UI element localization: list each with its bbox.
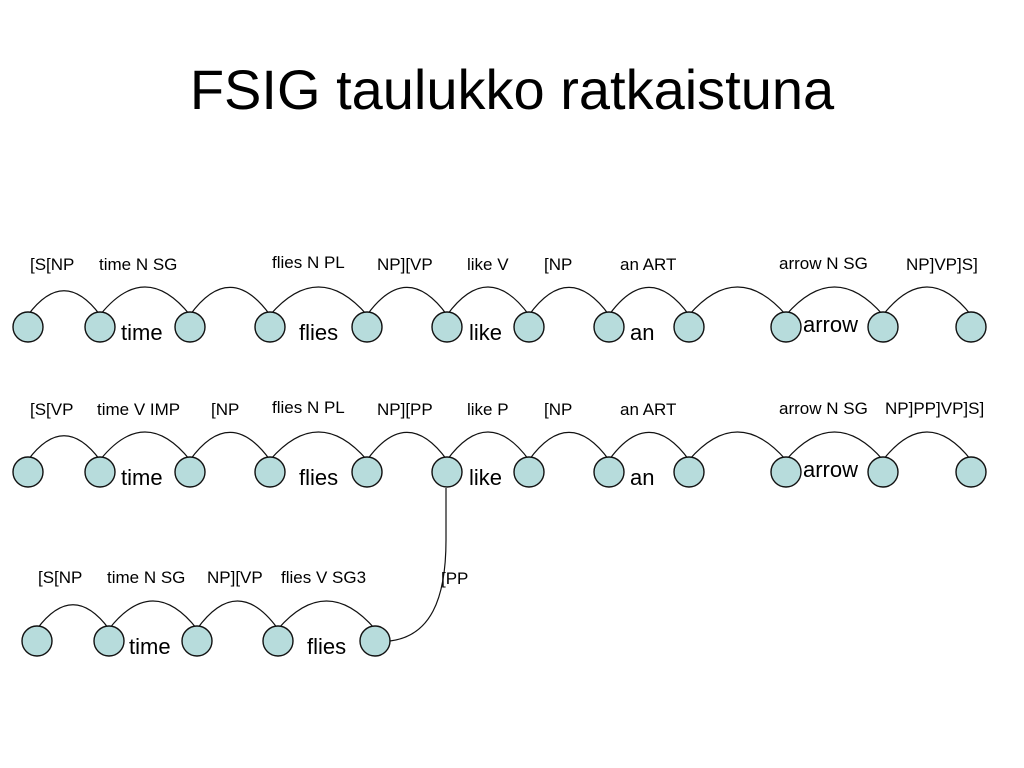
arc-label: time N SG (99, 255, 177, 274)
slide-title: FSIG taulukko ratkaistuna (189, 58, 835, 121)
state-node (181, 625, 213, 657)
word-like: like (469, 465, 502, 490)
state-node (867, 456, 899, 488)
arc-label: [S[NP (30, 255, 74, 274)
word-like: like (469, 320, 502, 345)
transition-arc (882, 431, 972, 461)
word-time: time (129, 634, 171, 659)
transition-arc (277, 600, 376, 630)
transition-arc (882, 286, 972, 316)
state-node (955, 311, 987, 343)
word-flies: flies (299, 320, 338, 345)
transition-arc (785, 431, 884, 461)
transition-arc (366, 287, 448, 316)
state-node (84, 456, 116, 488)
state-node (84, 311, 116, 343)
arc-label: [S[NP (38, 568, 82, 587)
transition-arc (99, 431, 191, 461)
state-node (593, 456, 625, 488)
arc-label: like V (467, 255, 509, 274)
transition-arc (608, 432, 690, 461)
word-flies: flies (307, 634, 346, 659)
fsig-row-3: time flies [S[NP time N SG NP][VP flies V SG3… (21, 488, 468, 659)
state-node (513, 311, 545, 343)
arc-label: [NP (211, 400, 239, 419)
state-node (955, 456, 987, 488)
transition-arc (196, 600, 279, 630)
arc-label: time N SG (107, 568, 185, 587)
state-node (174, 311, 206, 343)
state-node (174, 456, 206, 488)
arc-label: [NP (544, 255, 572, 274)
transition-arc (608, 287, 690, 316)
state-node (673, 311, 705, 343)
state-node (351, 456, 383, 488)
pp-connector-arc (389, 488, 447, 642)
word-arrow: arrow (803, 457, 858, 482)
word-time: time (121, 465, 163, 490)
word-arrow: arrow (803, 312, 858, 337)
state-node (262, 625, 294, 657)
arc-label: like P (467, 400, 509, 419)
arc-label: [S[VP (30, 400, 73, 419)
state-node (359, 625, 391, 657)
arc-label: arrow N SG (779, 254, 868, 273)
transition-arc (27, 290, 101, 316)
transition-arc (446, 431, 530, 461)
transition-arc (108, 600, 198, 630)
state-node (513, 456, 545, 488)
word-flies: flies (299, 465, 338, 490)
arc-label: NP][PP (377, 400, 433, 419)
word-an: an (630, 320, 654, 345)
transition-arc (528, 287, 610, 316)
arc-label: flies N PL (272, 253, 345, 272)
arc-label: flies V SG3 (281, 568, 366, 587)
transition-arc (688, 286, 787, 316)
state-node (770, 456, 802, 488)
transition-arc (366, 432, 448, 461)
state-node (431, 311, 463, 343)
arc-label: time V IMP (97, 400, 180, 419)
state-node (351, 311, 383, 343)
transition-arc (269, 286, 368, 316)
arc-label: NP]PP]VP]S] (885, 399, 984, 418)
arc-label: NP][VP (377, 255, 433, 274)
transition-arc (528, 432, 610, 461)
arc-label: an ART (620, 400, 676, 419)
fsig-row-1: time flies like an arrow [S[NP time N SG flies … (12, 253, 987, 345)
transition-arc (785, 286, 884, 316)
transition-arc (36, 604, 110, 630)
state-node (12, 456, 44, 488)
transition-arc (99, 286, 191, 316)
state-node (673, 456, 705, 488)
state-node (254, 456, 286, 488)
arc-label: [NP (544, 400, 572, 419)
arc-label: arrow N SG (779, 399, 868, 418)
arc-label: an ART (620, 255, 676, 274)
state-node (93, 625, 125, 657)
state-node (21, 625, 53, 657)
transition-arc (189, 432, 271, 461)
arc-label: NP]VP]S] (906, 255, 978, 274)
state-node (431, 456, 463, 488)
word-an: an (630, 465, 654, 490)
state-node (867, 311, 899, 343)
transition-arc (27, 435, 101, 461)
fsig-row-2: time flies like an arrow [S[VP time V IMP [NP fl… (12, 398, 987, 490)
word-time: time (121, 320, 163, 345)
state-node (254, 311, 286, 343)
state-node (593, 311, 625, 343)
transition-arc (446, 286, 530, 316)
transition-arc (189, 287, 271, 316)
state-node (12, 311, 44, 343)
arc-label: [PP (441, 569, 468, 588)
state-node (770, 311, 802, 343)
transition-arc (688, 431, 787, 461)
transition-arc (269, 431, 368, 461)
arc-label: flies N PL (272, 398, 345, 417)
arc-label: NP][VP (207, 568, 263, 587)
